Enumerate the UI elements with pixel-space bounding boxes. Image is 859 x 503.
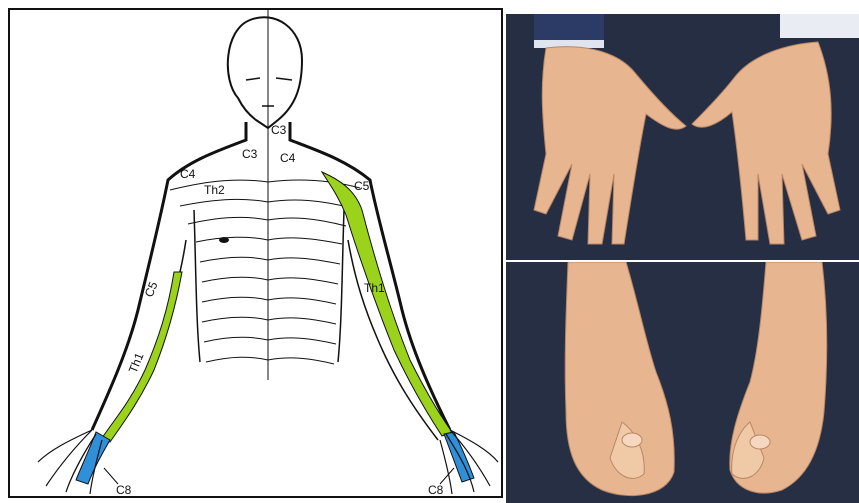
body-outline-figure: C3 C3 C4 C4 Th2 C5 Th1 C5 Th1 C8 C8 — [10, 10, 501, 496]
left-body-outline — [92, 122, 246, 430]
label-th1-right-arm: Th1 — [126, 350, 147, 375]
label-c3-neck: C3 — [271, 123, 287, 137]
left-torso — [194, 210, 200, 362]
label-c4-left-side: C4 — [280, 151, 296, 165]
nipple-marker — [219, 237, 229, 243]
head-outline — [228, 17, 302, 128]
label-c8-left-hand: C8 — [428, 483, 444, 496]
photo-hands-spread — [506, 14, 859, 260]
hands-clawed-icon — [506, 262, 859, 503]
label-th2: Th2 — [204, 183, 225, 197]
face-features — [246, 78, 292, 106]
hands-spread-icon — [506, 14, 859, 260]
label-c5-left-arm: C5 — [354, 179, 370, 193]
label-th1-left-arm: Th1 — [364, 281, 385, 295]
right-torso — [338, 210, 344, 362]
left-c8-leader — [104, 468, 118, 484]
right-c8-leader — [440, 468, 454, 484]
label-c8-right-hand: C8 — [116, 483, 132, 496]
label-c3-chest: C3 — [242, 147, 258, 161]
dermatome-diagram: C3 C3 C4 C4 Th2 C5 Th1 C5 Th1 C8 C8 — [8, 8, 503, 498]
label-c4-right-side: C4 — [180, 167, 196, 181]
left-inner-arm — [102, 240, 186, 440]
photo-hands-clawed — [506, 262, 859, 503]
